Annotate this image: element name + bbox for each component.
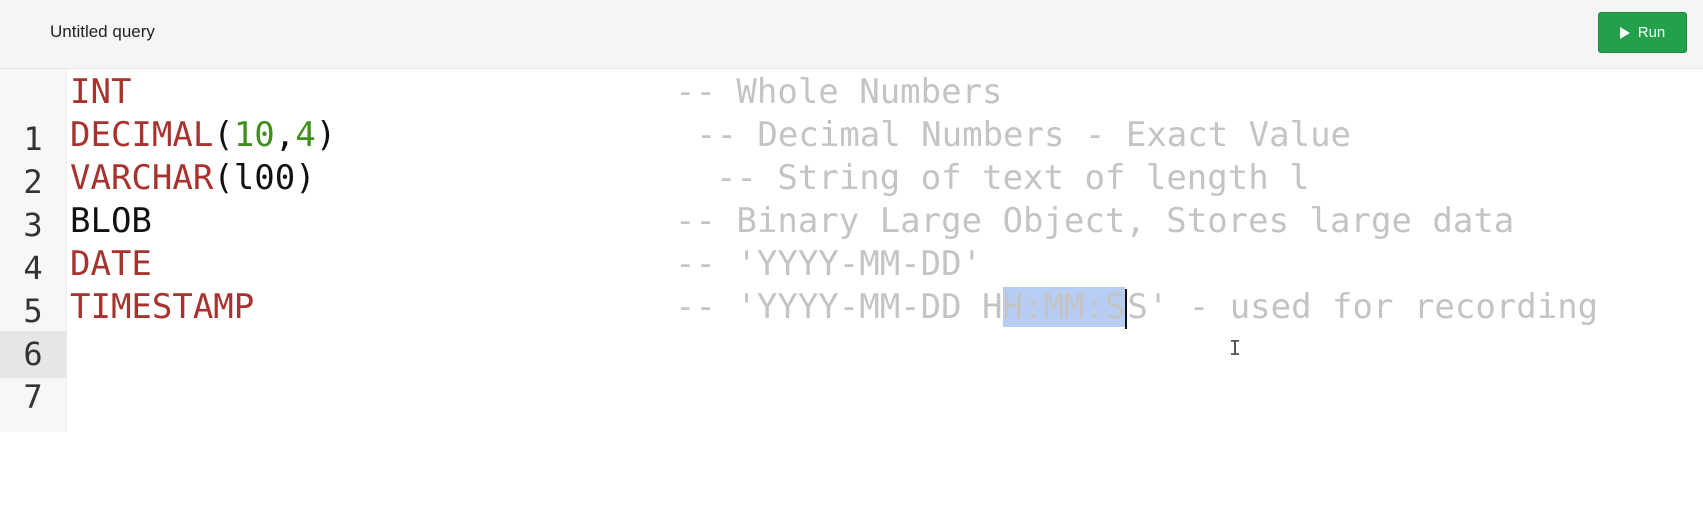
sql-comment: -- 'YYYY-MM-DD' [675,244,983,284]
sql-keyword: BLOB [70,201,152,241]
sql-editor[interactable]: 1 INT -- Whole Numbers 2 DECIMAL(10,4) -… [0,69,1703,432]
comma: , [274,115,296,155]
comment-text: S' - used for recording [1127,287,1599,327]
run-button-label: Run [1637,24,1666,41]
query-title[interactable]: Untitled query [50,22,155,41]
sql-keyword: TIMESTAMP [70,287,255,327]
code-line-3[interactable]: 3 VARCHAR(l00) -- String of text of leng… [0,155,1703,244]
text-caret [1125,288,1128,329]
sql-keyword: DATE [70,244,152,284]
comment-text: -- 'YYYY-MM-DD H [675,287,1003,327]
sql-comment: -- Binary Large Object, Stores large dat… [675,201,1515,241]
line-number: 5 [23,292,43,330]
line-number: 1 [23,120,43,158]
sql-comment: -- Decimal Numbers - Exact Value [696,115,1352,155]
line-number: 7 [23,378,43,416]
line-number: 2 [23,163,43,201]
sql-args: (l00) [213,158,316,198]
paren-open: ( [213,115,234,155]
query-toolbar: Untitled query Run [0,0,1703,69]
paren-close: ) [315,115,337,155]
code-line-6[interactable]: 6 TIMESTAMP -- 'YYYY-MM-DD HH:MM:SS' - u… [0,284,1703,378]
line-number: 4 [23,249,43,287]
sql-code: DECIMAL(10,4) [70,112,336,159]
sql-code: VARCHAR(l00) [70,155,316,202]
play-icon [1619,26,1630,39]
line-number: 3 [23,206,43,244]
code-line-4[interactable]: 4 BLOB -- Binary Large Object, Stores la… [0,198,1703,287]
text-cursor-icon: I [1229,336,1242,360]
code-line-7[interactable]: 7 [0,327,1703,416]
sql-keyword: DECIMAL [70,115,214,155]
sql-keyword: INT [70,72,132,112]
sql-comment: -- Whole Numbers [675,72,1003,112]
run-button[interactable]: Run [1598,12,1687,53]
sql-comment: -- String of text of length l [716,158,1310,198]
sql-keyword: VARCHAR [70,158,214,198]
text-selection: H:MM:S [1002,287,1126,327]
number-literal: 10 [233,115,275,155]
code-line-1[interactable]: 1 INT -- Whole Numbers [0,69,1703,158]
code-line-2[interactable]: 2 DECIMAL(10,4) -- Decimal Numbers - Exa… [0,112,1703,201]
sql-comment: -- 'YYYY-MM-DD HH:MM:SS' - used for reco… [675,284,1598,331]
number-literal: 4 [295,115,316,155]
code-line-5[interactable]: 5 DATE -- 'YYYY-MM-DD' [0,241,1703,330]
line-number: 6 [0,331,66,378]
